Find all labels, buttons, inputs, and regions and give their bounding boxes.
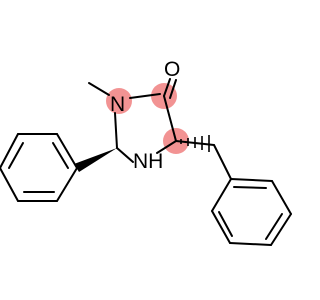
bond-n-methyl xyxy=(88,82,110,96)
bond-ph2-5 xyxy=(211,210,231,244)
bond-ph1-4 xyxy=(0,133,19,169)
bond-n-carbonyl xyxy=(129,93,161,99)
bond-ph2-6 xyxy=(211,178,232,212)
bond-ch2-phenyl xyxy=(213,144,232,180)
atom-label-oxygen: O xyxy=(164,58,180,81)
bond-ph2-4 xyxy=(229,242,272,246)
bond-carbonyl-o-a xyxy=(163,78,171,97)
bond-ph2-inner-3 xyxy=(218,211,233,237)
atom-label-n-methyl: N xyxy=(110,93,125,116)
molecule-structure: O N NH xyxy=(0,58,292,246)
bond-ph2-inner-2 xyxy=(265,213,283,240)
bond-ph1-1 xyxy=(56,167,78,202)
bond-ph2-2 xyxy=(271,180,292,215)
bond-n-c2 xyxy=(114,112,118,149)
atom-label-nh: NH xyxy=(133,150,163,173)
molecule-canvas: O N NH xyxy=(0,58,292,246)
bond-nh-c2 xyxy=(116,147,134,163)
bond-ph2-inner-1 xyxy=(233,186,267,189)
hashed-bond-c5 xyxy=(180,135,210,152)
bond-ph2-1 xyxy=(230,178,273,182)
bond-ph1-inner-2 xyxy=(8,142,24,169)
bond-ph1-3 xyxy=(0,167,19,202)
stereo-highlight-n xyxy=(106,88,132,114)
bond-ph2-3 xyxy=(270,213,292,246)
wedge-bond-c2-phenyl xyxy=(74,148,117,172)
bond-c5-nh xyxy=(156,140,177,154)
bond-ph1-6 xyxy=(56,133,78,169)
bond-carbonyl-c5 xyxy=(163,95,177,142)
bond-ph1-inner-3 xyxy=(52,142,69,169)
bond-carbonyl-o-b xyxy=(169,79,177,99)
